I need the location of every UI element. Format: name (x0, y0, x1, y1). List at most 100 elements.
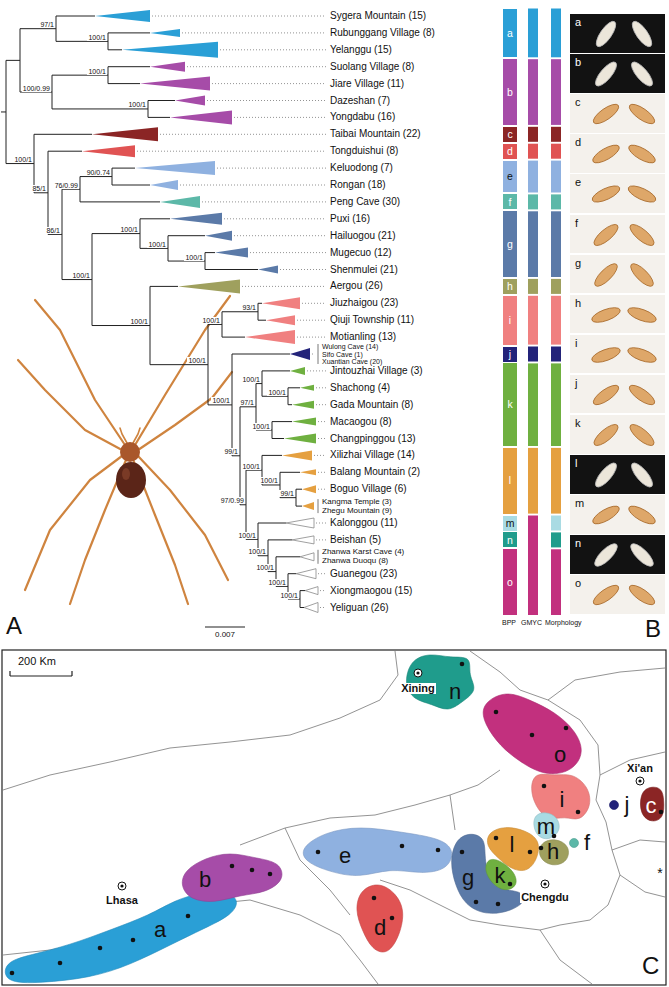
epigyne-photo (570, 94, 665, 133)
tree-branch (262, 396, 288, 397)
tree-branch (246, 539, 258, 540)
region-shape (640, 787, 663, 821)
morphology-photo: d (570, 134, 665, 173)
region-letter: k (495, 865, 506, 887)
tree-branch (56, 41, 108, 42)
morphology-photo: l (570, 455, 665, 494)
epigyne-lobe (592, 260, 621, 289)
panel-letter: l (575, 458, 577, 469)
tree-branch (56, 16, 57, 41)
collapsed-clade (150, 62, 185, 72)
collapsed-clade (296, 569, 316, 579)
leader-line (180, 185, 326, 186)
collapsed-clade (205, 231, 232, 241)
epigyne-lobe (629, 19, 655, 50)
support-value: 100/0.99 (22, 85, 51, 92)
leader-line (318, 573, 326, 574)
leader-line (187, 66, 326, 67)
epigyne-lobe (627, 421, 657, 449)
taxon-label: Peng Cave (30) (330, 197, 400, 207)
gmyc-bar (528, 363, 538, 446)
epigyne-photo (570, 295, 665, 334)
taxon-label: Shenmulei (21) (330, 265, 398, 275)
collapsed-clade (150, 180, 178, 190)
tree-branch (150, 364, 208, 365)
epigyne-photo (570, 575, 665, 614)
tree-branch (288, 599, 300, 600)
morphology-photo: k (570, 415, 665, 454)
taxon-label: Qiuji Township (11) (330, 315, 414, 325)
tree-branch (80, 201, 160, 202)
collapsed-clade (215, 248, 248, 258)
taxon-label: Suolang Village (8) (330, 62, 414, 72)
clade-letter: k (507, 399, 512, 410)
clade-letter: i (509, 315, 511, 326)
taxon-label: Hailuogou (21) (330, 231, 396, 241)
collapsed-clade (302, 502, 314, 510)
taxon-label: Macaogou (8) (330, 417, 392, 427)
tree-branch (108, 83, 140, 84)
leader-line (302, 303, 326, 304)
gmyc-bar (528, 279, 538, 294)
leader-line (182, 32, 326, 33)
support-value: 100/1 (71, 272, 91, 279)
collapsed-clade (122, 42, 218, 58)
gmyc-bar (528, 127, 538, 142)
clade-letter: d (507, 146, 513, 157)
border-line (470, 651, 612, 850)
collapsed-clade (292, 536, 314, 544)
clade-bar: j (503, 347, 517, 362)
panel-letter: o (575, 578, 581, 589)
tree-branch (148, 101, 149, 118)
leader-line (297, 337, 326, 338)
tree-branch (258, 523, 286, 524)
leader-line (320, 590, 326, 591)
leader-line (314, 455, 326, 456)
region-shape (540, 840, 569, 865)
tree-branch (276, 586, 288, 587)
support-value: 100/1 (251, 423, 271, 430)
taxon-label: Sifo Cave (1) (322, 351, 363, 358)
panel-letter: j (575, 378, 577, 389)
collapsed-clade (300, 469, 316, 475)
taxon-label: Sygera Mountain (15) (330, 11, 426, 21)
taxon-label: Beishan (5) (330, 535, 381, 545)
leader-line (224, 218, 326, 219)
collapsed-clade (160, 196, 200, 208)
tree-branch (262, 455, 282, 456)
tree-branch (296, 489, 302, 490)
epigyne-photo (570, 335, 665, 374)
leader-line (307, 370, 326, 371)
taxon-label: Xilizhai Village (14) (330, 450, 415, 460)
support-value: 100/1 (87, 68, 107, 75)
clade-bar: k (503, 363, 517, 446)
panel-letter: A (6, 614, 22, 638)
panel-letter: c (575, 97, 581, 108)
collapsed-clade (135, 161, 215, 175)
epigyne-lobe (626, 142, 657, 167)
taxon-label: Xuantian Cave (20) (322, 358, 382, 365)
region-shape (534, 813, 559, 839)
gmyc-bar (528, 448, 538, 514)
tree-branch (272, 422, 273, 439)
region-outline (179, 851, 286, 904)
support-value: 86/1 (45, 227, 61, 234)
tree-branch (288, 573, 296, 574)
clade-letter: c (507, 129, 512, 140)
border-line (450, 795, 455, 830)
tree-branch (34, 192, 48, 193)
support-value: 100/1 (147, 241, 167, 248)
map-region: m (531, 810, 562, 842)
epigyne-lobe (593, 19, 619, 50)
leader-line (160, 134, 326, 135)
clade-bar: b (503, 59, 517, 125)
column-header: GMYC (521, 619, 542, 626)
taxon-label: Wulong Cave (14) (322, 343, 378, 350)
city-name: Lhasa (105, 895, 139, 906)
tree-branch (148, 117, 170, 118)
epigyne-lobe (627, 101, 658, 127)
tree-branch (56, 16, 95, 17)
tree-branch (62, 189, 63, 279)
support-value: 100/1 (241, 463, 261, 470)
support-value: 100/1 (13, 156, 33, 163)
